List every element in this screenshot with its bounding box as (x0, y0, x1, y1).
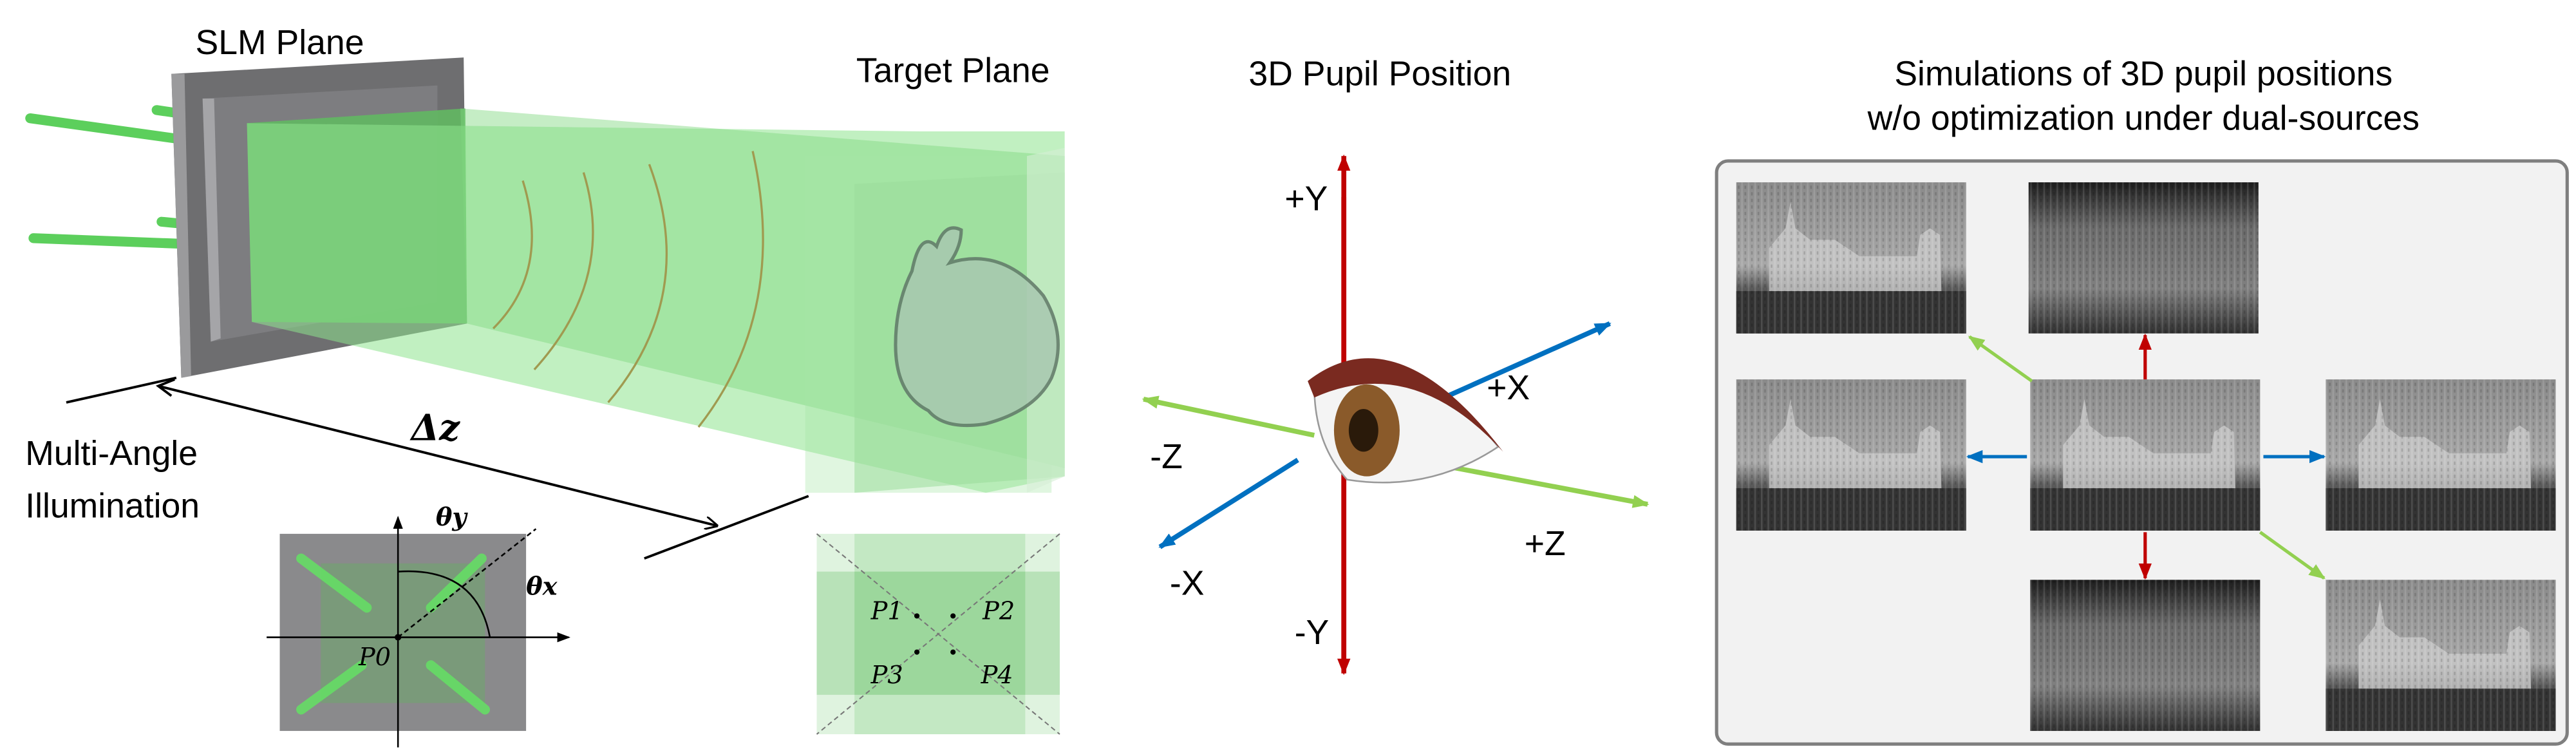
right-panel: Simulations of 3D pupil positions w/o op… (1715, 55, 2569, 746)
simulation-image-top (2028, 182, 2259, 334)
target-points-inset: P1 P2 P3 P4 (816, 533, 1060, 735)
theta-y-label: θy (436, 503, 469, 532)
pupil-position-title: 3D Pupil Position (1248, 55, 1511, 93)
simulation-image-top-left (1736, 182, 1966, 334)
p3-label: P3 (870, 661, 903, 690)
p4-label: P4 (981, 661, 1013, 690)
z-axis-negative (1142, 395, 1315, 438)
slm-tick (66, 376, 177, 404)
simulation-image-right (2326, 379, 2556, 531)
minus-z-label: -Z (1150, 438, 1183, 476)
plus-x-label: +X (1487, 369, 1530, 407)
middle-panel: 3D Pupil Position +Y -Y +X -X +Z -Z (1142, 55, 1650, 676)
p1-label: P1 (870, 597, 903, 626)
theta-x-label: θx (526, 572, 558, 601)
angle-inset: θy θx P0 (267, 503, 570, 748)
simulation-image-center (2030, 379, 2261, 531)
distance-arrow (158, 384, 717, 526)
illumination-label-line2: Illumination (25, 487, 200, 525)
simulation-image-bottom (2030, 580, 2261, 731)
p2-label: P2 (982, 597, 1015, 626)
distance-arrow-head (155, 378, 176, 397)
minus-x-label: -X (1170, 564, 1205, 602)
wavefront-arcs (492, 151, 764, 428)
arrow-top-left (1968, 335, 2033, 383)
simulations-title-line2: w/o optimization under dual-sources (1867, 99, 2420, 137)
simulation-image-left (1736, 379, 1966, 531)
target-plane-label: Target Plane (856, 52, 1050, 90)
simulation-image-bottom-right (2326, 580, 2556, 731)
plus-z-label: +Z (1525, 525, 1566, 563)
p0-label: P0 (358, 643, 391, 672)
left-panel: SLM Plane Target Plane (25, 24, 1065, 748)
delta-z-label: Δz (409, 407, 461, 450)
target-tick (644, 495, 809, 560)
eye-icon (1308, 358, 1503, 484)
simulations-title-line1: Simulations of 3D pupil positions (1894, 55, 2393, 93)
bunny-object (894, 226, 1060, 428)
slm-plane-label: SLM Plane (196, 24, 364, 62)
x-axis-negative (1158, 457, 1299, 549)
simulation-images (1736, 182, 2556, 731)
illumination-label-line1: Multi-Angle (25, 435, 198, 473)
plus-y-label: +Y (1284, 180, 1328, 218)
minus-y-label: -Y (1295, 614, 1330, 652)
arrow-bottom-right (2259, 531, 2326, 580)
